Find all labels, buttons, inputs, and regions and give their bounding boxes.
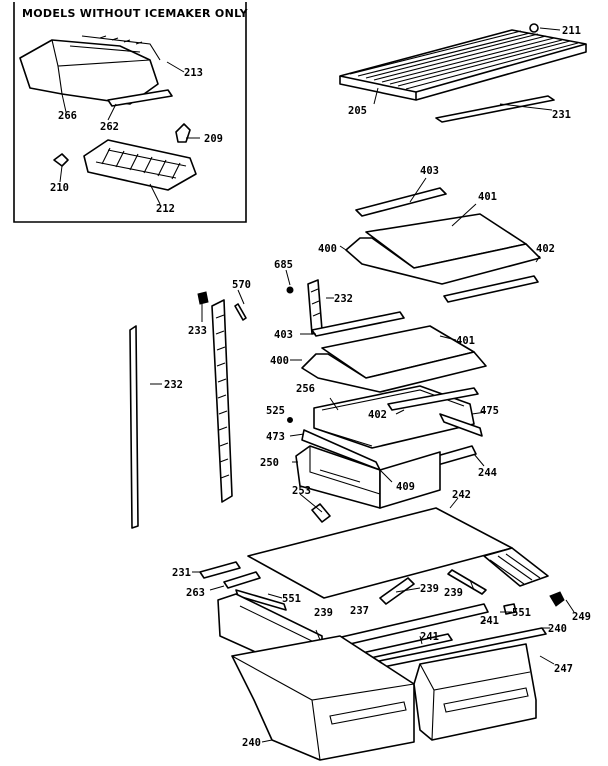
label-403-upper: 403 [420, 165, 439, 177]
upper-glass-shelf-part [345, 187, 541, 303]
label-402-deli: 402 [368, 409, 387, 421]
screw-570 [234, 303, 247, 321]
divider-239-center [379, 577, 415, 605]
screw-685 [286, 286, 294, 294]
label-473: 473 [266, 431, 285, 443]
divider-239-right [447, 569, 487, 595]
label-239-left: 239 [314, 607, 333, 619]
support-263 [223, 571, 261, 589]
label-409: 409 [396, 481, 415, 493]
screw-525 [287, 417, 293, 423]
center-ladder-232 [211, 299, 233, 503]
label-400-middle: 400 [270, 355, 289, 367]
crisper-drawer-right [413, 643, 537, 741]
middle-front-trim-403 [311, 311, 405, 337]
label-237: 237 [350, 605, 369, 617]
label-403-middle: 403 [274, 329, 293, 341]
label-401-middle: 401 [456, 335, 475, 347]
right-rail-assembly [483, 547, 549, 587]
label-241-left: 241 [420, 631, 439, 643]
label-525: 525 [266, 405, 285, 417]
deli-cover-assembly [287, 385, 483, 523]
label-400-upper: 400 [318, 243, 337, 255]
upper-rear-trim-402 [443, 275, 539, 303]
label-249: 249 [572, 611, 591, 623]
label-231-lower: 231 [172, 567, 191, 579]
label-242: 242 [452, 489, 471, 501]
label-209: 209 [204, 133, 223, 145]
clip-210-part [53, 153, 69, 167]
label-685: 685 [274, 259, 293, 271]
label-256: 256 [296, 383, 315, 395]
shelf-support-231 [435, 95, 555, 123]
label-232-short: 232 [334, 293, 353, 305]
label-262: 262 [100, 121, 119, 133]
label-263: 263 [186, 587, 205, 599]
right-short-ladder-232 [307, 279, 323, 335]
left-ladder-232 [129, 325, 139, 529]
label-402-upper: 402 [536, 243, 555, 255]
label-401-upper: 401 [478, 191, 497, 203]
wire-shelf-part [339, 23, 587, 123]
label-210: 210 [50, 182, 69, 194]
label-211: 211 [562, 25, 581, 37]
label-212: 212 [156, 203, 175, 215]
middle-frame-400 [301, 351, 487, 393]
clip-249 [549, 591, 565, 607]
inset-title: MODELS WITHOUT ICEMAKER ONLY [22, 7, 249, 20]
deli-right-rail-475 [439, 413, 483, 437]
middle-glass-shelf-part [301, 311, 487, 393]
support-231 [199, 561, 241, 579]
label-232-left: 232 [164, 379, 183, 391]
label-551-left: 551 [282, 593, 301, 605]
label-250: 250 [260, 457, 279, 469]
label-205: 205 [348, 105, 367, 117]
label-233: 233 [188, 325, 207, 337]
crisper-support-rails [199, 547, 565, 671]
deli-rear-trim-402 [387, 387, 479, 411]
label-244: 244 [478, 467, 497, 479]
label-239-center: 239 [420, 583, 439, 595]
control-253 [311, 503, 331, 523]
label-247: 247 [554, 663, 573, 675]
label-213: 213 [184, 67, 203, 79]
ice-bucket-part [19, 35, 161, 105]
bucket-rail-part [107, 89, 173, 107]
label-475: 475 [480, 405, 499, 417]
label-570: 570 [232, 279, 251, 291]
label-240-left: 240 [242, 737, 261, 749]
label-253: 253 [292, 485, 311, 497]
clip-209-part [175, 123, 191, 143]
label-239-right: 239 [444, 587, 463, 599]
label-266: 266 [58, 110, 77, 122]
ice-tray-part [83, 139, 197, 191]
label-231-top: 231 [552, 109, 571, 121]
crisper-drawer-left [231, 635, 415, 761]
deli-drawer-250 [295, 445, 381, 509]
shelf-clip-211 [529, 23, 539, 33]
icemaker-inset: MODELS WITHOUT ICEMAKER ONLY 213 266 [13, 2, 249, 223]
label-240-right: 240 [548, 623, 567, 635]
label-551-right: 551 [512, 607, 531, 619]
label-241-right: 241 [480, 615, 499, 627]
upper-front-trim-403 [355, 187, 447, 217]
clip-233 [197, 291, 209, 305]
upper-frame-400 [345, 237, 541, 285]
